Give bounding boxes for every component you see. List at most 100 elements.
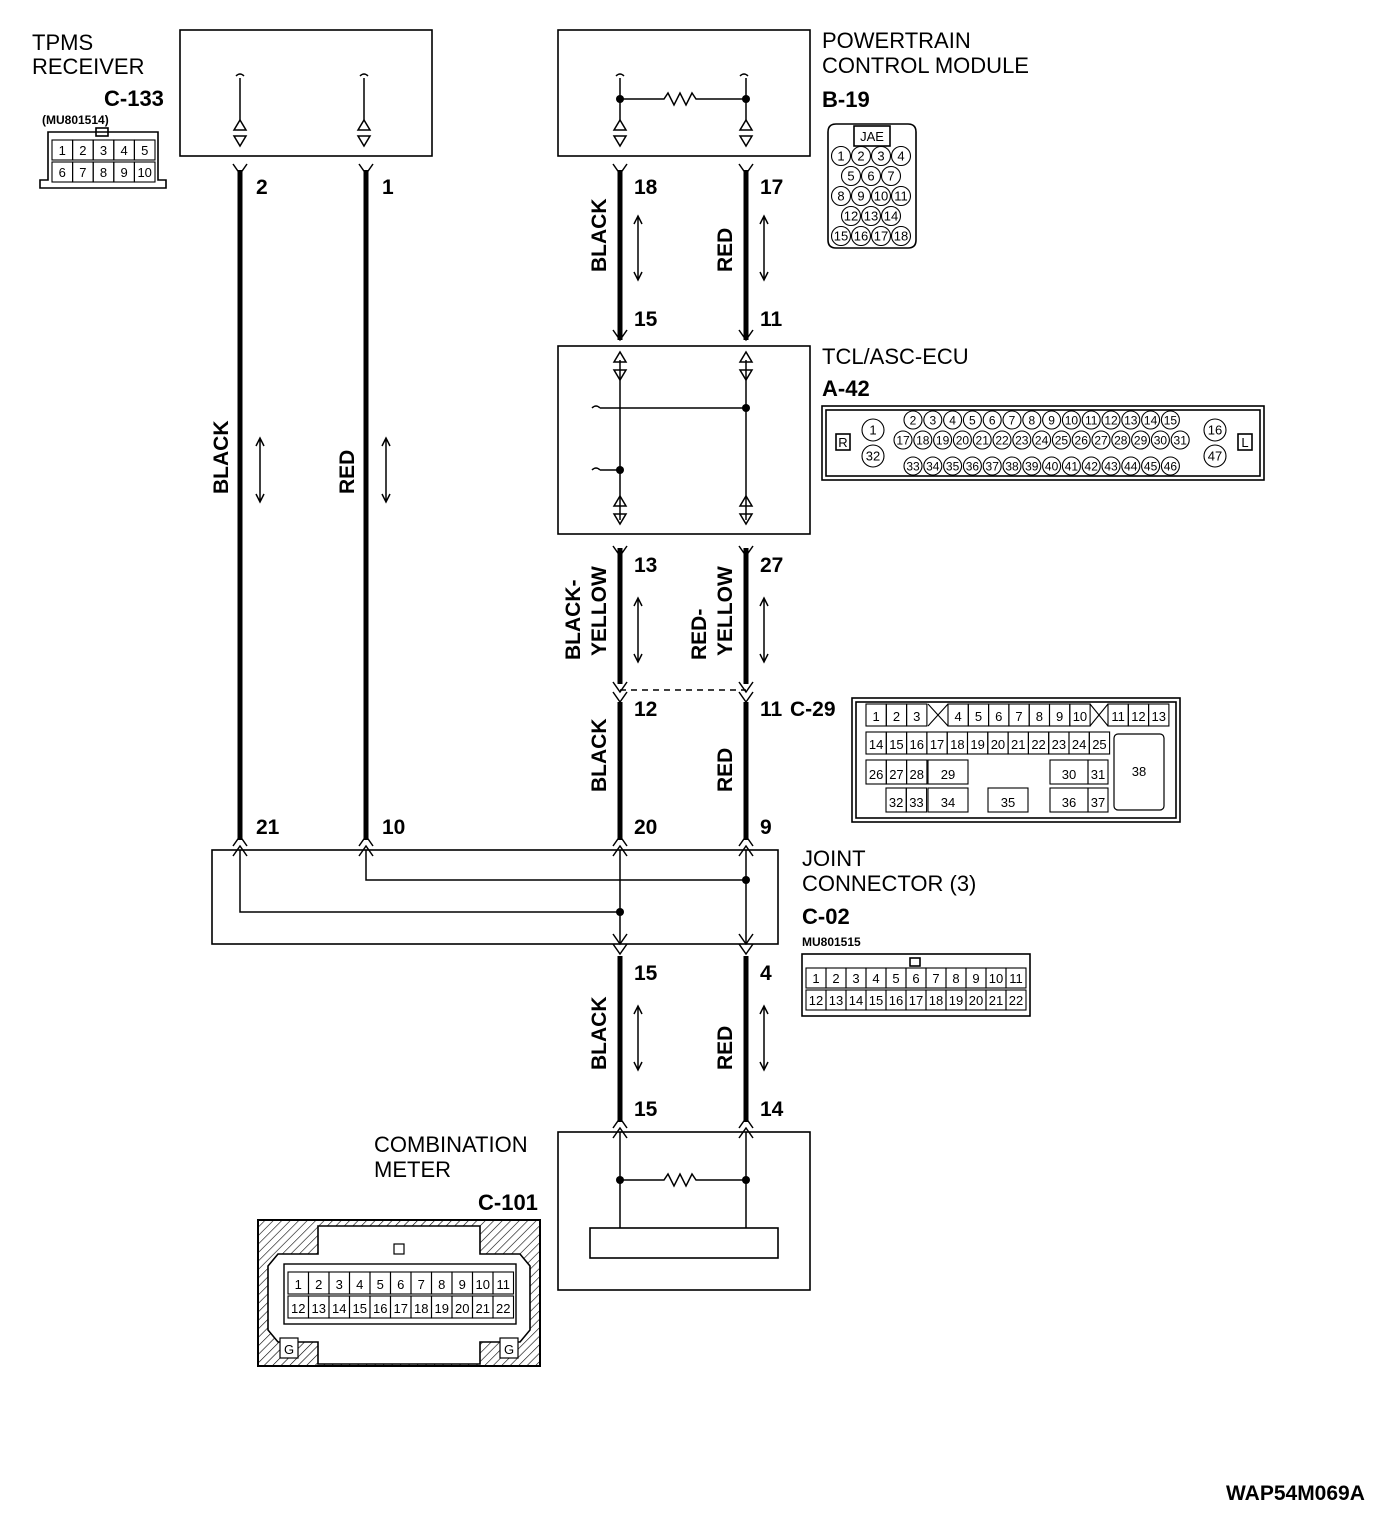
meter-box — [557, 1131, 811, 1291]
pin-number: 4 — [760, 962, 772, 985]
c29-pin-label: 25 — [1092, 737, 1106, 752]
a42-pin-label: 43 — [1104, 459, 1118, 473]
c29-pin-label: 38 — [1132, 764, 1146, 779]
c133-housing — [39, 131, 167, 189]
pcm-box — [557, 29, 811, 157]
a42-pin-label: 16 — [1208, 423, 1222, 438]
wire-color-label: RED — [336, 450, 359, 494]
a42-pin-label: 23 — [1015, 433, 1029, 447]
tpms-name-line1: TPMS — [32, 30, 93, 55]
b19-cavity — [890, 185, 912, 207]
b19-cavity — [850, 145, 872, 167]
c101-pin-label: 6 — [397, 1277, 404, 1292]
b19-pin-label: 4 — [897, 149, 904, 164]
c29-cell — [1087, 759, 1109, 785]
a42-cavity — [962, 410, 982, 430]
c29-pin-label: 16 — [910, 737, 924, 752]
a42-pin-label: 2 — [910, 413, 917, 427]
c133-pin-label: 2 — [79, 143, 86, 158]
a42-housing — [821, 405, 1265, 481]
a42-cavity — [1141, 456, 1161, 476]
pcm-junction-dot — [742, 95, 750, 103]
b19-cavity — [870, 145, 892, 167]
b19-cavity — [880, 205, 902, 227]
joint-connector: JOINT CONNECTOR (3) C-02 MU801515 — [211, 834, 976, 956]
a42-cavity — [1012, 430, 1032, 450]
c101-pin-label: 20 — [455, 1301, 469, 1316]
a42-pin-label: 36 — [966, 459, 980, 473]
a42-cavity — [1071, 430, 1091, 450]
c101-pin-label: 5 — [377, 1277, 384, 1292]
b19-pin-label: 1 — [837, 149, 844, 164]
c02-pin-label: 21 — [989, 993, 1003, 1008]
b19-pin-label: 11 — [894, 189, 908, 204]
a42-cavity — [952, 430, 972, 450]
b19-pin-label: 16 — [854, 229, 868, 244]
a42-cavity — [962, 456, 982, 476]
a42-cavity — [861, 418, 885, 442]
c29-pin-label: 15 — [889, 737, 903, 752]
a42-pin-label: 6 — [989, 413, 996, 427]
c29-pin-label: 33 — [909, 795, 923, 810]
b19-pin-label: 14 — [884, 209, 898, 224]
b19-cavity — [850, 225, 872, 247]
a42-cavity — [1160, 410, 1180, 430]
b19-pin-label: 3 — [877, 149, 884, 164]
a42-pin-label: 12 — [1104, 413, 1118, 427]
c02-pin-label: 1 — [812, 971, 819, 986]
b19-pin-label: 9 — [857, 189, 864, 204]
a42-cavity — [982, 456, 1002, 476]
c29-pin-label: 1 — [873, 709, 880, 724]
c02-pin-label: 11 — [1009, 971, 1023, 986]
tcl-box — [557, 345, 811, 535]
a42-cavity — [1022, 456, 1042, 476]
b19-tag-box — [853, 125, 891, 147]
b19-cavity — [880, 165, 902, 187]
b19-pin-label: 8 — [837, 189, 844, 204]
joint-top-terminal-arrows — [232, 834, 754, 857]
c133-lock — [95, 127, 109, 137]
a42-pin-label: 5 — [969, 413, 976, 427]
a42-pin-label: 22 — [995, 433, 1009, 447]
c29-cell — [1087, 787, 1109, 813]
c02-pin-label: 15 — [869, 993, 883, 1008]
wire-color-labels: BLACK RED BLACK RED BLACK- YELLOW RED- Y… — [210, 199, 737, 1071]
tpms-receiver: TPMS RECEIVER C-133 (MU801514) — [32, 29, 433, 157]
c29-blank-cavity — [1089, 703, 1109, 727]
a42-pin-label: 15 — [1164, 413, 1178, 427]
c29-pin-label: 18 — [950, 737, 964, 752]
c02-pin-label: 20 — [969, 993, 983, 1008]
c29-pin-label: 6 — [995, 709, 1002, 724]
meter-resistor-circuit — [619, 1132, 747, 1228]
c101-pin-label: 2 — [315, 1277, 322, 1292]
b19-cavity — [890, 225, 912, 247]
c29-cell — [987, 787, 1029, 813]
a42-pin-label: 25 — [1055, 433, 1069, 447]
wires — [232, 163, 754, 1122]
c101-pin-label: 18 — [414, 1301, 428, 1316]
c02-pin-label: 18 — [929, 993, 943, 1008]
meter-name-line1: COMBINATION — [374, 1132, 528, 1157]
c101-pin-label: 9 — [459, 1277, 466, 1292]
b19-pin-label: 13 — [864, 209, 878, 224]
c29-pin-label: 35 — [1001, 795, 1015, 810]
a42-cavity — [1203, 418, 1227, 442]
c29-cell — [906, 703, 928, 727]
pcm-terminal-arrows — [612, 118, 754, 148]
pin-number: 9 — [760, 816, 772, 839]
a42-pin-label: 41 — [1065, 459, 1079, 473]
c29-pin-label: 8 — [1036, 709, 1043, 724]
a42-pin-label: 10 — [1065, 413, 1079, 427]
a42-pin-label: 29 — [1134, 433, 1148, 447]
a42-pin-label: 18 — [916, 433, 930, 447]
a42-pin-label: 3 — [929, 413, 936, 427]
a42-pin-label: 1 — [869, 423, 876, 438]
a42-pin-label: 11 — [1085, 413, 1098, 427]
b19-cavity — [870, 225, 892, 247]
joint-box — [211, 849, 779, 945]
a42-cavity — [1061, 410, 1081, 430]
pin-number: 15 — [634, 308, 658, 331]
c02-pin-label: 3 — [852, 971, 859, 986]
b19-cavity — [860, 205, 882, 227]
